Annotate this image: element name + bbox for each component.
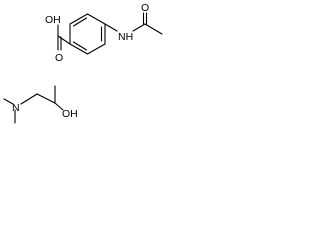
- bond: [20, 93, 38, 105]
- atom-label-amide-nh: NH: [118, 31, 133, 43]
- carboxylic-acid-group: OH O: [45, 14, 71, 64]
- atom-label-nitrogen: N: [12, 102, 20, 114]
- chemical-structures-drawing: OH O NH O N OH: [3, 2, 163, 124]
- atom-label-hydroxyl: OH: [45, 14, 61, 26]
- ring-bond: [86, 43, 106, 55]
- bond: [3, 98, 14, 105]
- atom-label-oxygen: O: [141, 2, 149, 14]
- ring-bond: [69, 13, 89, 25]
- acetamidobenzoic-acid: OH O NH O: [45, 2, 163, 64]
- ring-double-bond: [72, 17, 88, 27]
- structure-canvas: OH O NH O N OH: [0, 0, 169, 127]
- bond: [144, 23, 163, 35]
- ring-bond: [86, 13, 106, 25]
- ring-bond: [69, 43, 89, 55]
- bond: [104, 23, 118, 32]
- ring-double-bond: [72, 41, 88, 51]
- atom-label-oxygen: O: [55, 52, 63, 64]
- bond: [57, 35, 71, 45]
- bond: [36, 93, 56, 104]
- dimethylaminopropanol: N OH: [3, 85, 78, 124]
- bond: [54, 102, 64, 111]
- atom-label-hydroxyl: OH: [62, 108, 78, 120]
- acetamide-group: NH O: [104, 2, 163, 43]
- bond: [132, 23, 146, 32]
- benzene-ring: [69, 13, 106, 55]
